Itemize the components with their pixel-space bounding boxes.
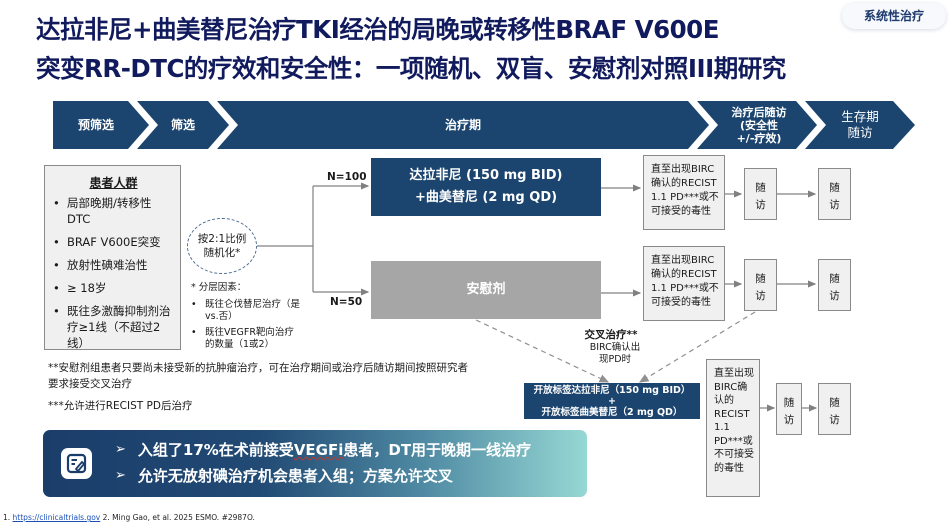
until-text-line: 可接受的毒性: [651, 297, 711, 308]
category-tag: 系统性治疗: [842, 3, 946, 29]
stratification-header: * 分层因素：: [191, 282, 247, 293]
open-label-plus: +: [608, 396, 616, 407]
stratification-factors: * 分层因素： 既往仑伐替尼治疗（是 vs.否） 既往VEGFR靶向治疗的数量（…: [191, 282, 301, 355]
visit-text: 随: [755, 273, 766, 285]
ref-text: 2. Ming Gao, et al. 2025 ESMO. #2987O.: [100, 513, 255, 522]
followup-box: 随访: [744, 168, 777, 220]
visit-text: 随: [829, 182, 840, 194]
references: 1. https://clinicaltrials.gov 2. Ming Ga…: [3, 513, 255, 522]
title-line-1: 达拉非尼+曲美替尼治疗TKI经治的局晚或转移性BRAF V600E: [36, 15, 719, 44]
phase-prescreening: 预筛选: [77, 118, 114, 132]
randomization-ratio: 按2:1比例: [197, 233, 247, 245]
until-progression-box-placebo: 直至出现BIRC 确认的RECIST 1.1 PD***或不 可接受的毒性: [643, 246, 725, 321]
note-post-pd: ***允许进行RECIST PD后治疗: [48, 400, 193, 412]
phase-post-treatment-followup: 治疗后随访 (安全性 +/-疗效): [731, 105, 787, 145]
dabrafenib-trametinib-arm: 达拉非尼 (150 mg BID) +曲美替尼 (2 mg QD): [371, 158, 601, 216]
placebo-arm-n: N=50: [330, 296, 363, 308]
title-line-2: 突变RR-DTC的疗效和安全性：一项随机、双盲、安慰剂对照III期研究: [36, 54, 786, 83]
key-point: ➢ 允许无放射碘治疗机会患者入组；方案允许交叉: [115, 463, 531, 489]
visit-text: 访: [829, 290, 840, 302]
randomization-oval: 按2:1比例 随机化*: [187, 218, 257, 274]
key-point-text: 允许无放射碘治疗机会患者入组；方案允许交叉: [137, 467, 453, 485]
until-text-line: 直至出现BIRC: [651, 255, 715, 266]
visit-text: 随: [829, 273, 840, 285]
phase-screening: 筛选: [170, 118, 195, 132]
until-text-line: 1.1 PD***或不: [651, 192, 719, 203]
visit-text: 访: [829, 199, 840, 211]
arrow-bullet-icon: ➢: [115, 468, 126, 483]
clinicaltrials-link[interactable]: https://clinicaltrials.gov: [12, 513, 101, 522]
placebo-arm: 安慰剂: [371, 261, 601, 319]
ref-number: 1.: [3, 513, 13, 522]
visit-text: 随: [755, 182, 766, 194]
open-label-line-2: 开放标签曲美替尼（2 mg QD）: [541, 407, 683, 418]
visit-text: 访: [755, 290, 766, 302]
phase-survival-followup: 生存期 随访: [841, 109, 879, 140]
study-phase-bar: 预筛选 筛选 治疗期 治疗后随访 (安全性 +/-疗效) 生存期 随访: [53, 101, 915, 149]
until-progression-box-active: 直至出现BIRC 确认的RECIST 1.1 PD***或不 可接受的毒性: [643, 155, 725, 230]
until-text-line: 确认的RECIST: [651, 178, 717, 189]
open-label-treatment-box: 开放标签达拉非尼（150 mg BID） + 开放标签曲美替尼（2 mg QD）: [524, 383, 700, 419]
active-arm-line-1: 达拉非尼 (150 mg BID): [409, 168, 563, 183]
survival-followup-box: 随访: [818, 383, 851, 435]
stratification-item: 既往VEGFR靶向治疗的数量（1或2）: [191, 327, 301, 351]
criterion-item: ≥ 18岁: [53, 280, 174, 296]
visit-text: 访: [829, 414, 840, 426]
visit-text: 访: [783, 414, 795, 426]
active-arm-n: N=100: [327, 171, 367, 183]
followup-box: 随访: [776, 383, 802, 435]
active-arm-line-2: +曲美替尼 (2 mg QD): [414, 190, 558, 205]
until-progression-box-crossover: 直至出现BIRC确认的RECIST 1.1 PD***或不可接受的毒性: [706, 359, 760, 497]
until-text-line: 确认的RECIST: [651, 269, 717, 280]
slide-title: 达拉非尼+曲美替尼治疗TKI经治的局晚或转移性BRAF V600E 突变RR-D…: [36, 10, 856, 88]
until-text-line: 可接受的毒性: [651, 206, 711, 217]
visit-text: 访: [755, 199, 766, 211]
survival-followup-box: 随访: [818, 168, 851, 220]
criterion-item: 局部晚期/转移性DTC: [53, 195, 174, 227]
key-point-text: 入组了17%在术前接受: [137, 441, 294, 459]
criterion-item: BRAF V600E突变: [53, 234, 174, 250]
until-text-line: 直至出现BIRC: [651, 164, 715, 175]
criterion-item: 既往多激酶抑制剂治疗≥1线（不超过2线）: [53, 303, 174, 351]
crossover-condition: BIRC确认出现PD时: [589, 342, 641, 365]
stratification-item: 既往仑伐替尼治疗（是 vs.否）: [191, 299, 301, 323]
until-text-line: 1.1 PD***或不: [651, 283, 719, 294]
criterion-item: 放射性碘难治性: [53, 257, 174, 273]
phase-chevrons: [53, 101, 915, 149]
patient-population-box: 患者人群 局部晚期/转移性DTC BRAF V600E突变 放射性碘难治性 ≥ …: [44, 165, 181, 350]
population-title: 患者人群: [89, 176, 138, 190]
survival-followup-box: 随访: [818, 259, 851, 311]
note-edit-icon: [61, 448, 92, 479]
population-criteria-list: 局部晚期/转移性DTC BRAF V600E突变 放射性碘难治性 ≥ 18岁 既…: [53, 195, 174, 351]
followup-box: 随访: [744, 259, 777, 311]
note-crossover: **安慰剂组患者只要尚未接受新的抗肿瘤治疗，可在治疗期间或治疗后随访期间按照研究…: [48, 362, 468, 390]
arrow-bullet-icon: ➢: [115, 442, 126, 457]
phase-treatment: 治疗期: [444, 118, 481, 132]
footnotes: **安慰剂组患者只要尚未接受新的抗肿瘤治疗，可在治疗期间或治疗后随访期间按照研究…: [48, 360, 468, 420]
open-label-line-1: 开放标签达拉非尼（150 mg BID）: [533, 385, 691, 396]
key-point-text: 患者，DT用于晚期一线治疗: [343, 441, 532, 459]
crossover-title: 交叉治疗**: [584, 329, 638, 341]
visit-text: 随: [783, 397, 795, 409]
randomization-label: 随机化*: [203, 247, 241, 259]
visit-text: 随: [829, 397, 840, 409]
key-point-term: VEGFi: [293, 441, 344, 459]
